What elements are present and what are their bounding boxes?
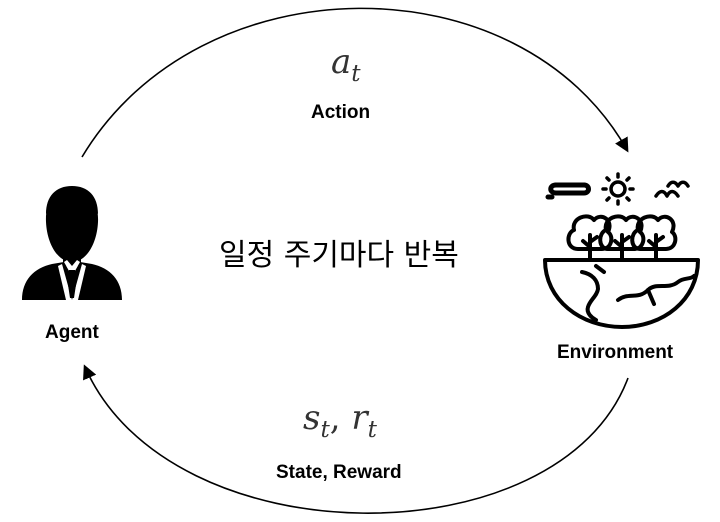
environment-icon bbox=[543, 172, 700, 329]
state-reward-symbol: st, rt bbox=[303, 398, 377, 443]
cloud-icon bbox=[545, 182, 591, 200]
state-reward-arrow bbox=[83, 364, 629, 514]
action-label: Action bbox=[311, 102, 371, 123]
state-variable: s bbox=[303, 398, 321, 438]
environment-label: Environment bbox=[557, 342, 674, 363]
action-variable: a bbox=[331, 42, 352, 82]
person-icon bbox=[22, 186, 122, 300]
agent-label: Agent bbox=[45, 322, 99, 343]
trees-icon bbox=[566, 214, 678, 262]
earth-icon bbox=[543, 258, 700, 329]
state-subscript: t bbox=[320, 417, 330, 444]
birds-icon bbox=[654, 180, 690, 198]
reward-subscript: t bbox=[367, 417, 377, 444]
action-subscript: t bbox=[351, 61, 361, 88]
center-text: 일정 주기마다 반복 bbox=[219, 238, 459, 273]
symbol-separator: , bbox=[329, 398, 352, 438]
action-arrow bbox=[81, 7, 629, 158]
action-symbol: at bbox=[331, 42, 361, 87]
sun-icon bbox=[601, 172, 635, 206]
reward-variable: r bbox=[351, 398, 368, 438]
state-reward-label: State, Reward bbox=[276, 462, 402, 483]
